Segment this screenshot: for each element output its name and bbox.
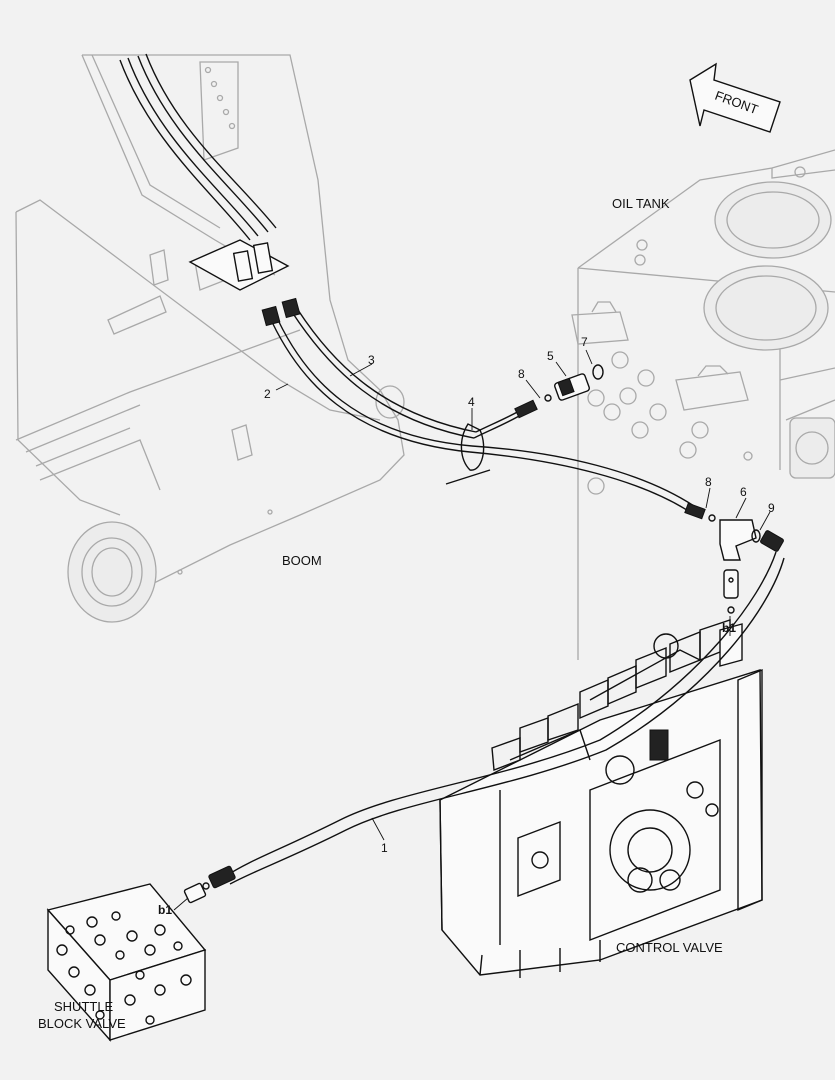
callout-8-upper: 8 — [518, 367, 525, 381]
callout-6: 6 — [740, 485, 747, 499]
callout-9: 9 — [768, 501, 775, 515]
oil-tank-label: OIL TANK — [612, 196, 670, 211]
callout-2: 2 — [264, 387, 271, 401]
shuttle-block-valve — [46, 883, 207, 1042]
callout-b1-shuttle-block: b1 — [158, 903, 172, 917]
hose-set — [119, 53, 785, 885]
shuttle-block-valve-label-line1: SHUTTLE — [54, 999, 114, 1014]
callout-1: 1 — [381, 841, 388, 855]
callout-5: 5 — [547, 349, 554, 363]
callout-3: 3 — [368, 353, 375, 367]
callout-b1-control-valve: b1 — [722, 621, 736, 635]
callout-7: 7 — [581, 335, 588, 349]
front-arrow: FRONT — [689, 62, 781, 133]
oil-tank-outline — [571, 149, 835, 660]
callout-4: 4 — [468, 395, 475, 409]
shuttle-block-valve-label-line2: BLOCK VALVE — [38, 1016, 126, 1031]
fittings — [183, 239, 784, 904]
boom-label: BOOM — [282, 553, 322, 568]
control-valve-label: CONTROL VALVE — [616, 940, 723, 955]
boom-outline — [15, 54, 405, 623]
control-valve — [439, 619, 763, 978]
callout-leaders — [173, 349, 771, 911]
callout-8-lower: 8 — [705, 475, 712, 489]
